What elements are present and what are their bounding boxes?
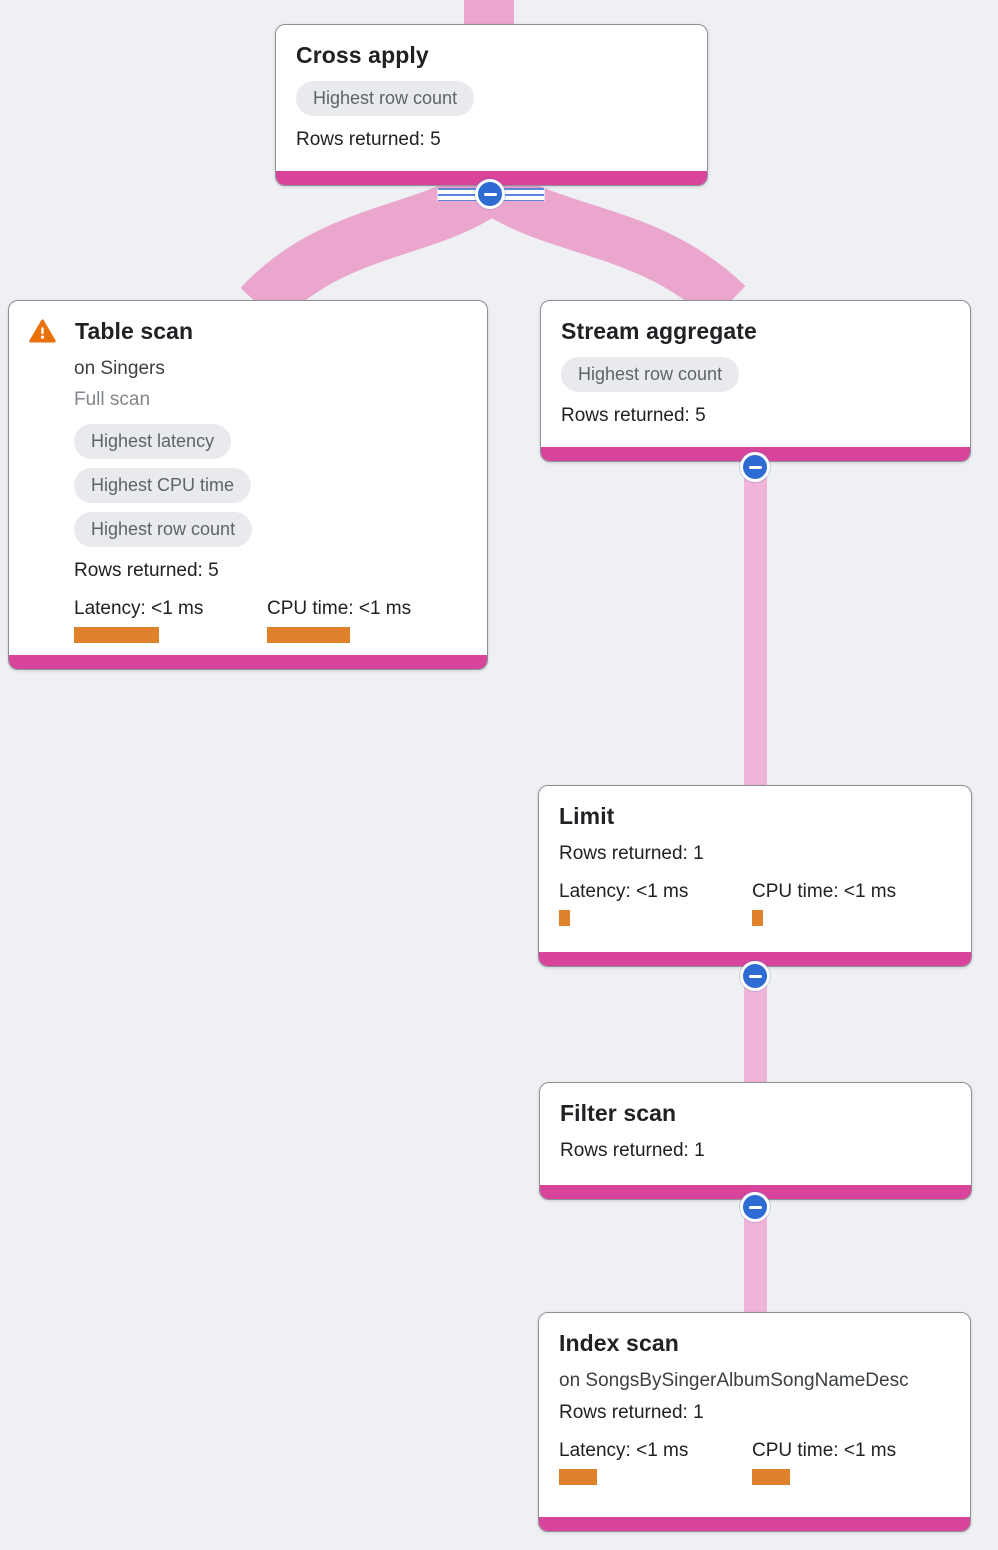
cpu-time-bar bbox=[752, 910, 763, 926]
latency-bar bbox=[74, 627, 159, 643]
node-title: Cross apply bbox=[296, 42, 429, 68]
minus-icon bbox=[748, 465, 762, 469]
badge-highest-row-count: Highest row count bbox=[74, 512, 253, 547]
rows-returned-label: Rows returned: 5 bbox=[74, 560, 219, 581]
cpu-time-label: CPU time: <1 ms bbox=[267, 598, 412, 619]
collapse-button-limit[interactable] bbox=[740, 961, 770, 991]
cpu-time-bar bbox=[267, 627, 350, 643]
link-filter-scan-to-index-scan bbox=[744, 1195, 767, 1320]
node-title: Limit bbox=[559, 803, 615, 829]
node-limit[interactable]: Limit Rows returned: 1 Latency: <1 ms CP… bbox=[538, 785, 972, 967]
node-subtitle: on SongsBySingerAlbumSongNameDesc bbox=[559, 1370, 909, 1391]
latency-label: Latency: <1 ms bbox=[559, 881, 689, 902]
badge-highest-row-count: Highest row count bbox=[561, 357, 740, 392]
badge-highest-latency: Highest latency bbox=[74, 424, 232, 459]
warning-icon bbox=[29, 319, 56, 343]
node-title: Table scan bbox=[75, 318, 194, 344]
cpu-time-label: CPU time: <1 ms bbox=[752, 1440, 897, 1461]
link-cross-apply-to-table-scan bbox=[240, 169, 499, 325]
minus-icon bbox=[483, 192, 497, 196]
rows-returned-label: Rows returned: 1 bbox=[559, 843, 704, 864]
collapse-button-filter-scan[interactable] bbox=[740, 1192, 770, 1222]
collapse-button-stream-aggregate[interactable] bbox=[740, 452, 770, 482]
node-title: Stream aggregate bbox=[561, 318, 757, 344]
rows-returned-label: Rows returned: 5 bbox=[296, 129, 441, 150]
latency-bar bbox=[559, 1469, 597, 1485]
node-index-scan[interactable]: Index scan on SongsBySingerAlbumSongName… bbox=[538, 1312, 971, 1532]
rows-returned-label: Rows returned: 1 bbox=[559, 1402, 704, 1423]
badge-highest-row-count: Highest row count bbox=[296, 81, 475, 116]
cpu-time-label: CPU time: <1 ms bbox=[752, 881, 897, 902]
minus-icon bbox=[748, 974, 762, 978]
node-stream-aggregate[interactable]: Stream aggregate Highest row count Rows … bbox=[540, 300, 971, 462]
node-title: Filter scan bbox=[560, 1100, 677, 1126]
node-note: Full scan bbox=[74, 389, 151, 410]
minus-icon bbox=[748, 1205, 762, 1209]
cpu-time-bar bbox=[752, 1469, 790, 1485]
latency-bar bbox=[559, 910, 570, 926]
badge-highest-cpu-time: Highest CPU time bbox=[74, 468, 252, 503]
node-footer-bar bbox=[539, 1517, 970, 1531]
node-table-scan[interactable]: Table scan on Singers Full scan Highest … bbox=[8, 300, 488, 670]
node-footer-bar bbox=[276, 171, 707, 185]
node-title: Index scan bbox=[559, 1330, 679, 1356]
node-filter-scan[interactable]: Filter scan Rows returned: 1 bbox=[539, 1082, 972, 1200]
node-subtitle: on Singers bbox=[74, 358, 165, 379]
latency-label: Latency: <1 ms bbox=[559, 1440, 689, 1461]
node-footer-bar bbox=[9, 655, 487, 669]
node-cross-apply[interactable]: Cross apply Highest row count Rows retur… bbox=[275, 24, 708, 186]
rows-returned-label: Rows returned: 5 bbox=[561, 405, 706, 426]
link-cross-apply-to-stream-aggregate bbox=[483, 170, 746, 323]
rows-returned-label: Rows returned: 1 bbox=[560, 1140, 705, 1161]
link-limit-to-filter-scan bbox=[744, 960, 767, 1090]
node-footer-bar bbox=[539, 952, 971, 966]
collapse-button-cross-apply[interactable] bbox=[475, 179, 505, 209]
latency-label: Latency: <1 ms bbox=[74, 598, 204, 619]
link-stream-aggregate-to-limit bbox=[744, 455, 767, 795]
